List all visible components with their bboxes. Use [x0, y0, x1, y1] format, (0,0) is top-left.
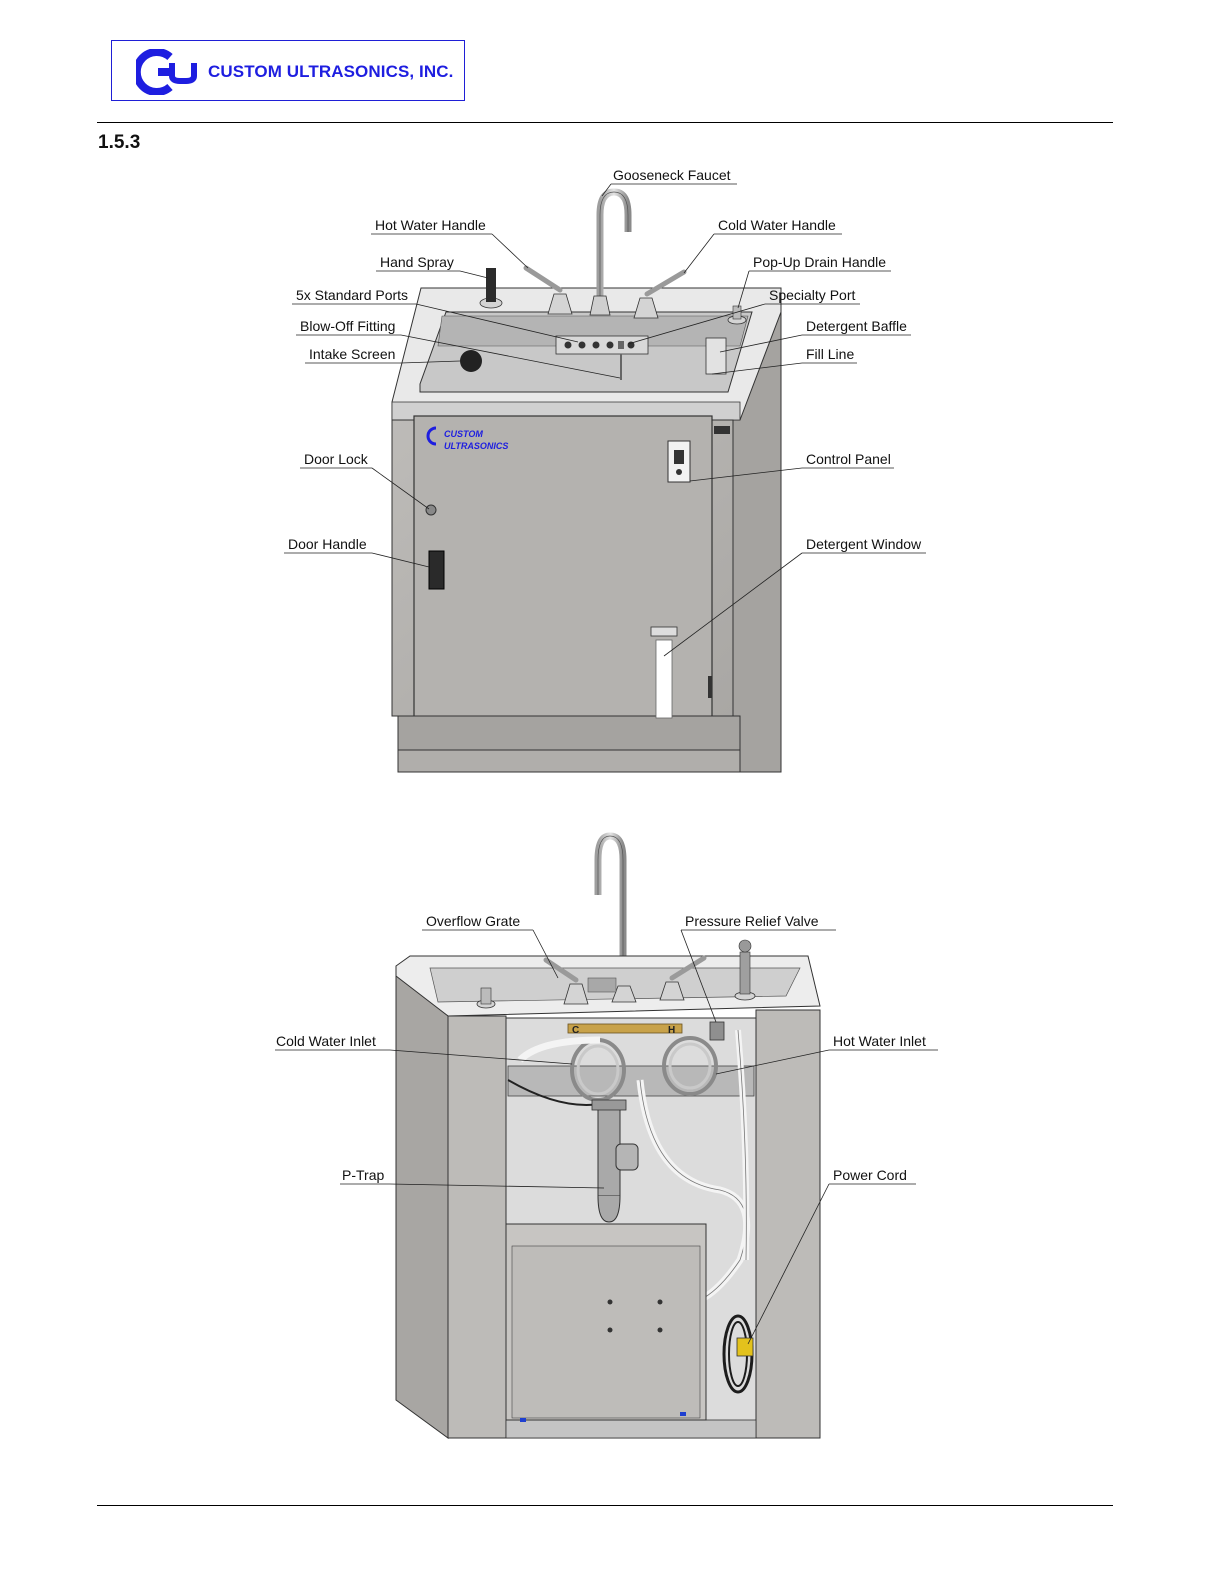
power-cord-tag [736, 1337, 754, 1357]
rear-view-leaders [275, 929, 938, 1345]
water-manifold [567, 1023, 683, 1034]
port-strip [555, 335, 649, 355]
label-control-panel: Control Panel [806, 451, 891, 467]
door-logo-line1: CUSTOM [444, 429, 483, 439]
label-fill-line: Fill Line [806, 346, 854, 362]
header-divider [97, 122, 1113, 123]
label-cold-water-inlet: Cold Water Inlet [276, 1033, 376, 1049]
pressure-relief-valve-shape [709, 1021, 725, 1041]
label-pop-up-drain-handle: Pop-Up Drain Handle [753, 254, 886, 270]
manifold-label-h: H [668, 1025, 675, 1036]
company-logo-box: CUSTOM ULTRASONICS, INC. [111, 40, 465, 101]
door-logo-line2: ULTRASONICS [444, 441, 508, 451]
manifold-label-c: C [572, 1025, 579, 1036]
door-lock-shape [425, 504, 437, 516]
label-hand-spray: Hand Spray [380, 254, 454, 270]
label-gooseneck-faucet: Gooseneck Faucet [613, 167, 731, 183]
front-view-leaders [284, 183, 926, 657]
company-logo-icon [136, 49, 197, 95]
label-hot-water-inlet: Hot Water Inlet [833, 1033, 926, 1049]
label-detergent-baffle: Detergent Baffle [806, 318, 907, 334]
label-intake-screen: Intake Screen [309, 346, 395, 362]
footer-divider [97, 1505, 1113, 1506]
label-blow-off-fitting: Blow-Off Fitting [300, 318, 395, 334]
detergent-window-shape [655, 639, 673, 719]
label-hot-water-handle: Hot Water Handle [375, 217, 486, 233]
front-view-labels: Gooseneck Faucet Hot Water Handle Cold W… [288, 167, 922, 552]
company-name: CUSTOM ULTRASONICS, INC. [208, 62, 454, 81]
section-number: 1.5.3 [98, 132, 141, 153]
label-power-cord: Power Cord [833, 1167, 907, 1183]
intake-screen-shape [460, 350, 482, 372]
label-cold-water-handle: Cold Water Handle [718, 217, 836, 233]
label-standard-ports: 5x Standard Ports [296, 287, 408, 303]
label-specialty-port: Specialty Port [769, 287, 855, 303]
front-view-drawing: CUSTOM ULTRASONICS [391, 188, 782, 773]
label-door-handle: Door Handle [288, 536, 367, 552]
label-door-lock: Door Lock [304, 451, 369, 467]
label-detergent-window: Detergent Window [806, 536, 922, 552]
overflow-grate-shape [587, 977, 617, 993]
label-overflow-grate: Overflow Grate [426, 913, 520, 929]
door-handle-shape [428, 550, 445, 590]
rear-view-drawing: C H [395, 832, 821, 1439]
rear-view-labels: Overflow Grate Pressure Relief Valve Col… [276, 913, 926, 1183]
label-pressure-relief-valve: Pressure Relief Valve [685, 913, 819, 929]
label-p-trap: P-Trap [342, 1167, 384, 1183]
